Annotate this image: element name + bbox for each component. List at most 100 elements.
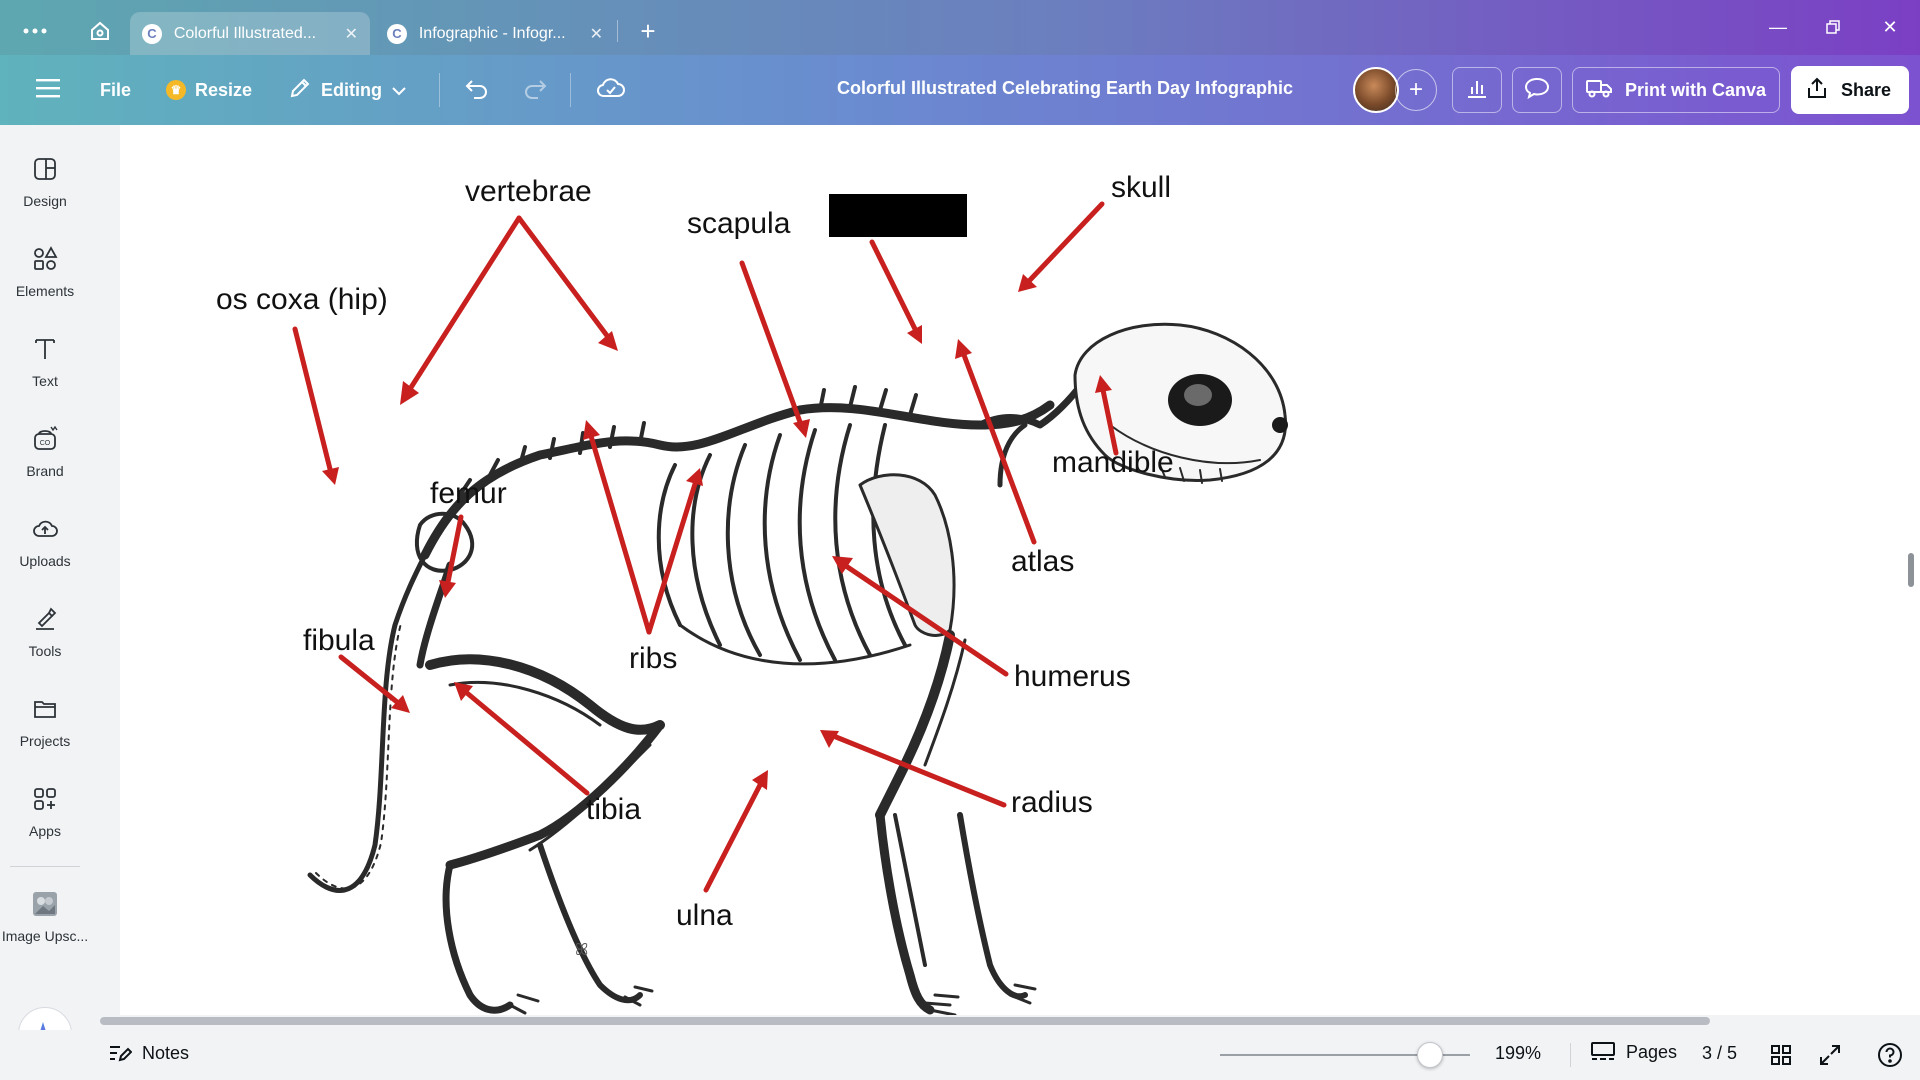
close-tab-icon[interactable]: ✕	[589, 25, 603, 43]
file-menu-button[interactable]: File	[92, 68, 139, 112]
resize-button[interactable]: ♛ Resize	[158, 68, 260, 112]
design-icon	[34, 158, 56, 180]
notes-button[interactable]: Notes	[108, 1042, 189, 1064]
expand-icon	[1820, 1045, 1840, 1065]
home-icon[interactable]	[83, 14, 117, 48]
print-with-canva-button[interactable]: Print with Canva	[1572, 67, 1780, 113]
text-icon	[35, 339, 55, 359]
sidebar-item-label: Design	[23, 193, 67, 209]
zoom-slider-knob[interactable]	[1417, 1042, 1443, 1068]
help-icon	[1878, 1043, 1902, 1067]
tab-infographic[interactable]: C Infographic - Infogr... ✕	[375, 12, 615, 55]
redo-button[interactable]	[514, 68, 556, 112]
sidebar-item-label: Uploads	[19, 553, 71, 569]
zoom-level[interactable]: 199%	[1495, 1043, 1542, 1063]
sidebar-item-label: Image Upsc...	[1, 928, 89, 944]
file-label: File	[100, 79, 132, 100]
page-count: 3 / 5	[1702, 1043, 1738, 1063]
cloud-check-icon	[596, 76, 626, 105]
help-button[interactable]	[1876, 1041, 1904, 1069]
document-title[interactable]: Colorful Illustrated Celebrating Earth D…	[836, 78, 1294, 98]
label-fibula: fibula	[303, 624, 375, 657]
sidebar-item-text[interactable]: Text	[0, 335, 90, 415]
insights-button[interactable]	[1452, 67, 1502, 113]
sidebar-item-brand[interactable]: CO Brand	[0, 425, 90, 505]
browser-title-bar: C Colorful Illustrated... ✕ C Infographi…	[0, 0, 1920, 55]
cat-skeleton-diagram: ꕤ	[216, 171, 1288, 1015]
image-upscaler-icon	[33, 892, 57, 916]
label-arrows	[292, 201, 1119, 893]
comments-button[interactable]	[1512, 67, 1562, 113]
pencil-icon	[288, 76, 312, 105]
print-label: Print with Canva	[1625, 79, 1767, 100]
label-femur: femur	[430, 477, 507, 510]
vertical-scrollbar[interactable]	[1908, 553, 1914, 587]
label-tibia: tibia	[586, 793, 641, 826]
sidebar-item-apps[interactable]: Apps	[0, 785, 90, 865]
label-radius: radius	[1011, 786, 1093, 819]
left-sidebar: Design Elements Text CO Brand Uploads To…	[0, 125, 120, 1080]
toolbar-separator	[570, 73, 571, 107]
sidebar-item-uploads[interactable]: Uploads	[0, 515, 90, 595]
label-atlas: atlas	[1011, 545, 1074, 578]
canva-logo-icon: C	[387, 23, 407, 44]
undo-button[interactable]	[456, 68, 498, 112]
tools-icon	[36, 607, 57, 630]
share-label: Share	[1841, 79, 1892, 100]
main-menu-button[interactable]	[28, 68, 68, 112]
bar-chart-icon	[1465, 76, 1489, 105]
save-status-button[interactable]	[588, 68, 634, 112]
projects-icon	[34, 701, 56, 718]
truck-icon	[1585, 77, 1613, 104]
notes-icon	[110, 1046, 132, 1062]
editing-mode-button[interactable]: Editing	[280, 68, 415, 112]
restore-icon[interactable]	[1811, 10, 1855, 44]
sidebar-item-label: Text	[32, 373, 58, 389]
grid-view-button[interactable]	[1767, 1041, 1795, 1069]
add-collaborator-button[interactable]: +	[1395, 69, 1437, 111]
bottom-divider	[1570, 1043, 1571, 1067]
sidebar-item-elements[interactable]: Elements	[0, 245, 90, 325]
horizontal-scrollbar[interactable]	[100, 1017, 1710, 1025]
sidebar-item-label: Elements	[15, 283, 75, 299]
tab-title: Infographic - Infogr...	[418, 24, 566, 42]
svg-text:ꕤ: ꕤ	[575, 940, 588, 959]
design-canvas[interactable]: ꕤ	[120, 125, 1920, 1015]
svg-text:CO: CO	[40, 440, 51, 447]
plus-icon: +	[1408, 76, 1423, 103]
tab-divider	[617, 20, 618, 42]
zoom-slider-track[interactable]	[1220, 1054, 1470, 1056]
label-skull: skull	[1111, 171, 1171, 204]
fullscreen-button[interactable]	[1816, 1041, 1844, 1069]
tab-colorful-illustrated[interactable]: C Colorful Illustrated... ✕	[130, 12, 370, 55]
uploads-icon	[33, 520, 58, 537]
close-window-icon[interactable]: ✕	[1882, 16, 1898, 37]
close-tab-icon[interactable]: ✕	[344, 25, 358, 43]
avatar[interactable]	[1353, 67, 1399, 113]
new-tab-icon[interactable]: +	[640, 15, 656, 46]
notes-label: Notes	[142, 1042, 190, 1063]
elements-icon	[34, 246, 58, 270]
sidebar-item-image-upscaler[interactable]: Image Upsc...	[0, 890, 90, 970]
share-button[interactable]: Share	[1791, 66, 1909, 114]
pages-button[interactable]: Pages	[1590, 1041, 1677, 1063]
more-icon[interactable]	[18, 14, 52, 48]
toolbar-separator	[439, 73, 440, 107]
share-icon	[1805, 76, 1829, 105]
diagram-labels: vertebrae scapula skull os coxa (hip) ma…	[216, 171, 1174, 932]
redaction-box	[829, 194, 967, 237]
label-scapula: scapula	[687, 207, 791, 240]
sidebar-item-label: Brand	[26, 463, 64, 479]
skeleton-illustration: ꕤ	[307, 322, 1288, 1015]
label-vertebrae: vertebrae	[465, 175, 592, 208]
sidebar-item-tools[interactable]: Tools	[0, 605, 90, 685]
resize-label: Resize	[195, 79, 253, 100]
arrow-heads	[322, 274, 1112, 790]
minimize-icon[interactable]: —	[1769, 16, 1787, 37]
sidebar-item-design[interactable]: Design	[0, 155, 90, 235]
sidebar-item-label: Tools	[28, 643, 62, 659]
label-mandible: mandible	[1052, 446, 1174, 479]
pages-icon	[1591, 1042, 1615, 1060]
sidebar-item-projects[interactable]: Projects	[0, 695, 90, 775]
label-humerus: humerus	[1014, 660, 1131, 693]
